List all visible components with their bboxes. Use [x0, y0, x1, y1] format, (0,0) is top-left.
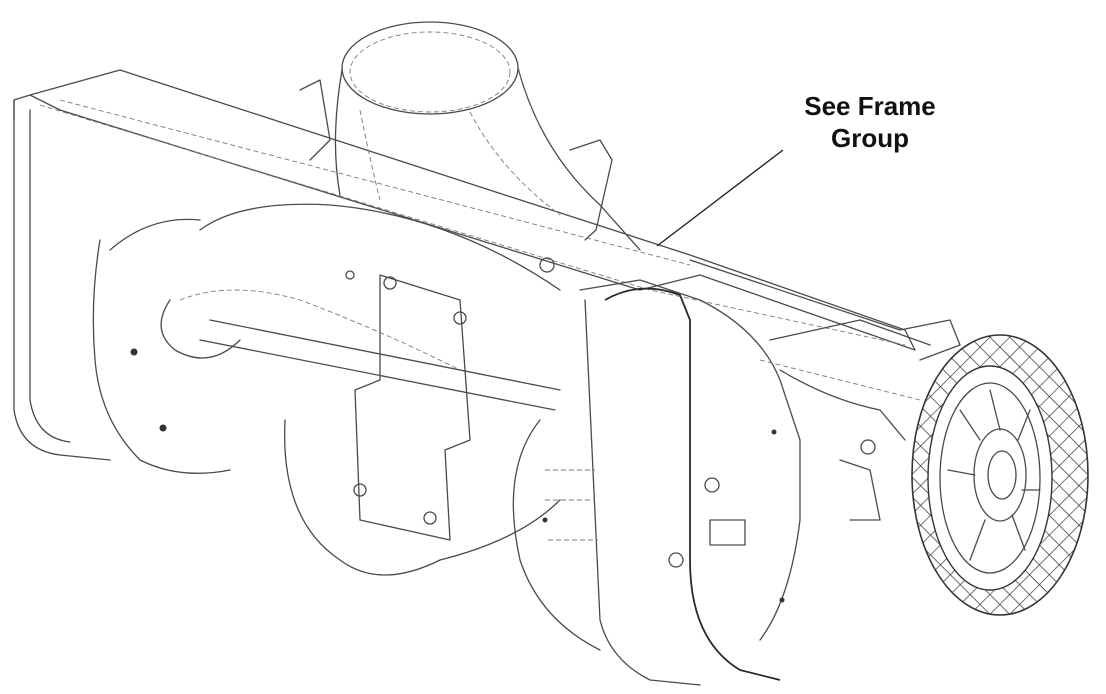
mounting-plate [345, 257, 555, 541]
rear-wheel [911, 334, 1089, 616]
callout-label: See Frame Group [770, 90, 970, 154]
right-end-plate [512, 279, 801, 686]
left-housing [13, 99, 231, 474]
callout-leader-line [656, 149, 784, 247]
auger-housing [160, 203, 561, 576]
callout-line-2: Group [831, 123, 909, 153]
rear-frame [689, 259, 961, 521]
callout-line-1: See Frame [804, 91, 936, 121]
discharge-chute [299, 21, 641, 251]
